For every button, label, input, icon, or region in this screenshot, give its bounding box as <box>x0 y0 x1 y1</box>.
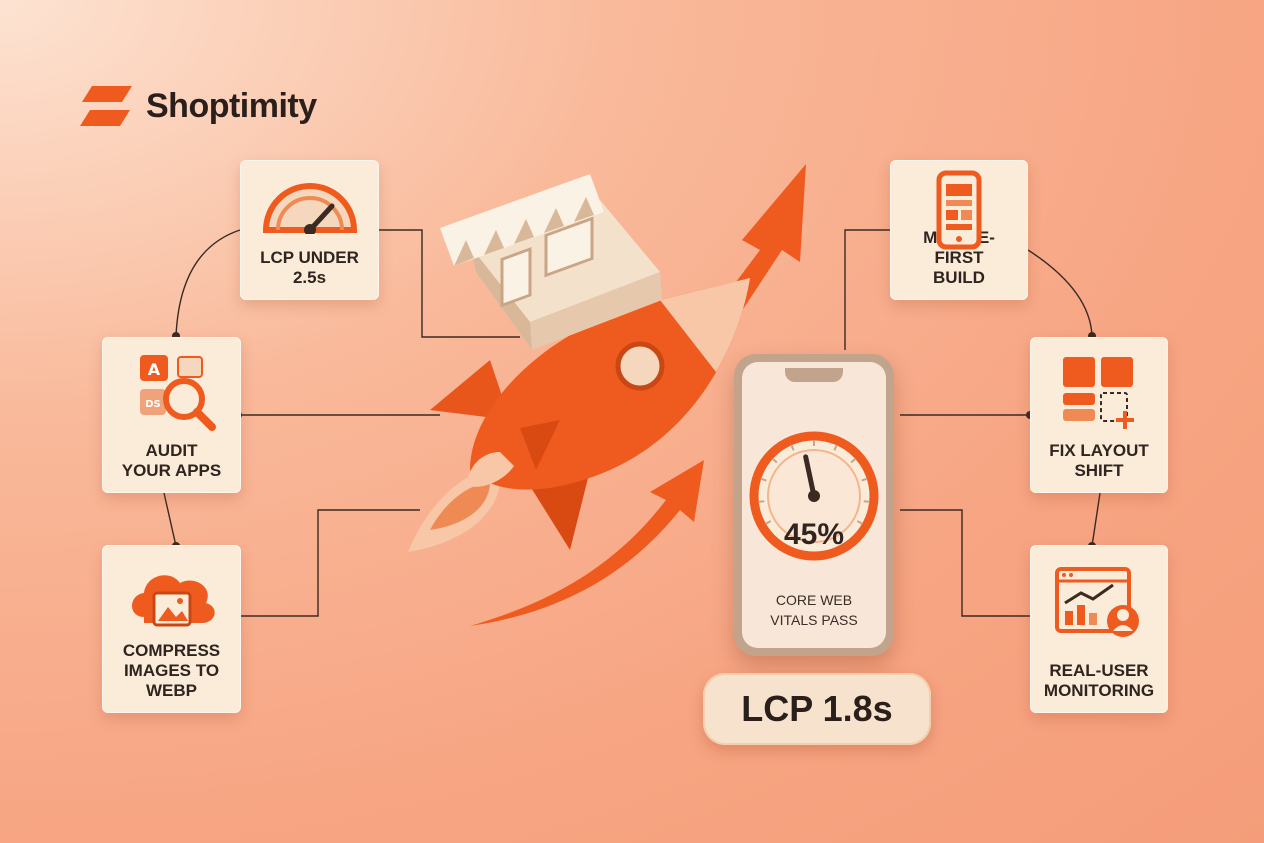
phone-mockup: 45% CORE WEB VITALS PASS <box>734 354 894 656</box>
phone-screen: 45% CORE WEB VITALS PASS <box>742 362 886 648</box>
svg-text:A: A <box>147 360 160 379</box>
swoosh-arrow-icon <box>470 460 704 626</box>
card-rum: REAL-USER MONITORING <box>1030 545 1168 713</box>
card-label: REAL-USER MONITORING <box>1043 661 1155 700</box>
connector-mobile <box>844 229 890 350</box>
storefront-icon <box>440 174 662 350</box>
card-audit-apps: A DS AUDIT YOUR APPS <box>102 337 241 493</box>
connector-compress <box>240 509 420 617</box>
connector-mobile-layout <box>1027 249 1093 337</box>
card-label: FIX LAYOUT SHIFT <box>1049 441 1149 480</box>
connector-lcp <box>378 229 520 338</box>
brand: Shoptimity <box>78 84 317 128</box>
card-label: AUDIT YOUR APPS <box>121 441 222 480</box>
mobile-layout-icon <box>936 170 982 250</box>
cloud-image-icon <box>131 575 215 627</box>
brand-name: Shoptimity <box>146 86 317 125</box>
performance-gauge <box>749 431 879 561</box>
card-mobile-first: MOBILE-FIRST BUILD <box>890 160 1028 300</box>
card-label: COMPRESS IMAGES TO WEBP <box>122 641 221 700</box>
connector-rum <box>900 509 1030 617</box>
connector-lcp-audit <box>175 229 241 337</box>
svg-text:DS: DS <box>145 399 161 410</box>
connector-audit-compress <box>163 492 177 547</box>
gauge-needle <box>803 454 817 499</box>
card-label: LCP UNDER 2.5s <box>260 248 359 287</box>
shoptimity-logo-icon <box>80 86 132 126</box>
rocket-flame-icon <box>408 466 501 552</box>
rocket-icon <box>430 278 750 550</box>
card-layout-shift: FIX LAYOUT SHIFT <box>1030 337 1168 493</box>
app-audit-magnifier-icon: A DS <box>139 355 216 431</box>
lcp-result-badge: LCP 1.8s <box>703 673 931 745</box>
card-compress-images: COMPRESS IMAGES TO WEBP <box>102 545 241 713</box>
layout-grid-icon <box>1063 357 1134 429</box>
speedometer-icon <box>262 183 357 234</box>
user-analytics-icon <box>1055 567 1139 637</box>
phone-caption: CORE WEB VITALS PASS <box>770 592 858 628</box>
connector-layout-rum <box>1091 492 1101 547</box>
growth-arrow-icon <box>700 164 806 332</box>
phone-notch <box>785 368 843 382</box>
gauge-value: 45% <box>783 518 845 551</box>
card-lcp-under: LCP UNDER 2.5s <box>240 160 379 300</box>
